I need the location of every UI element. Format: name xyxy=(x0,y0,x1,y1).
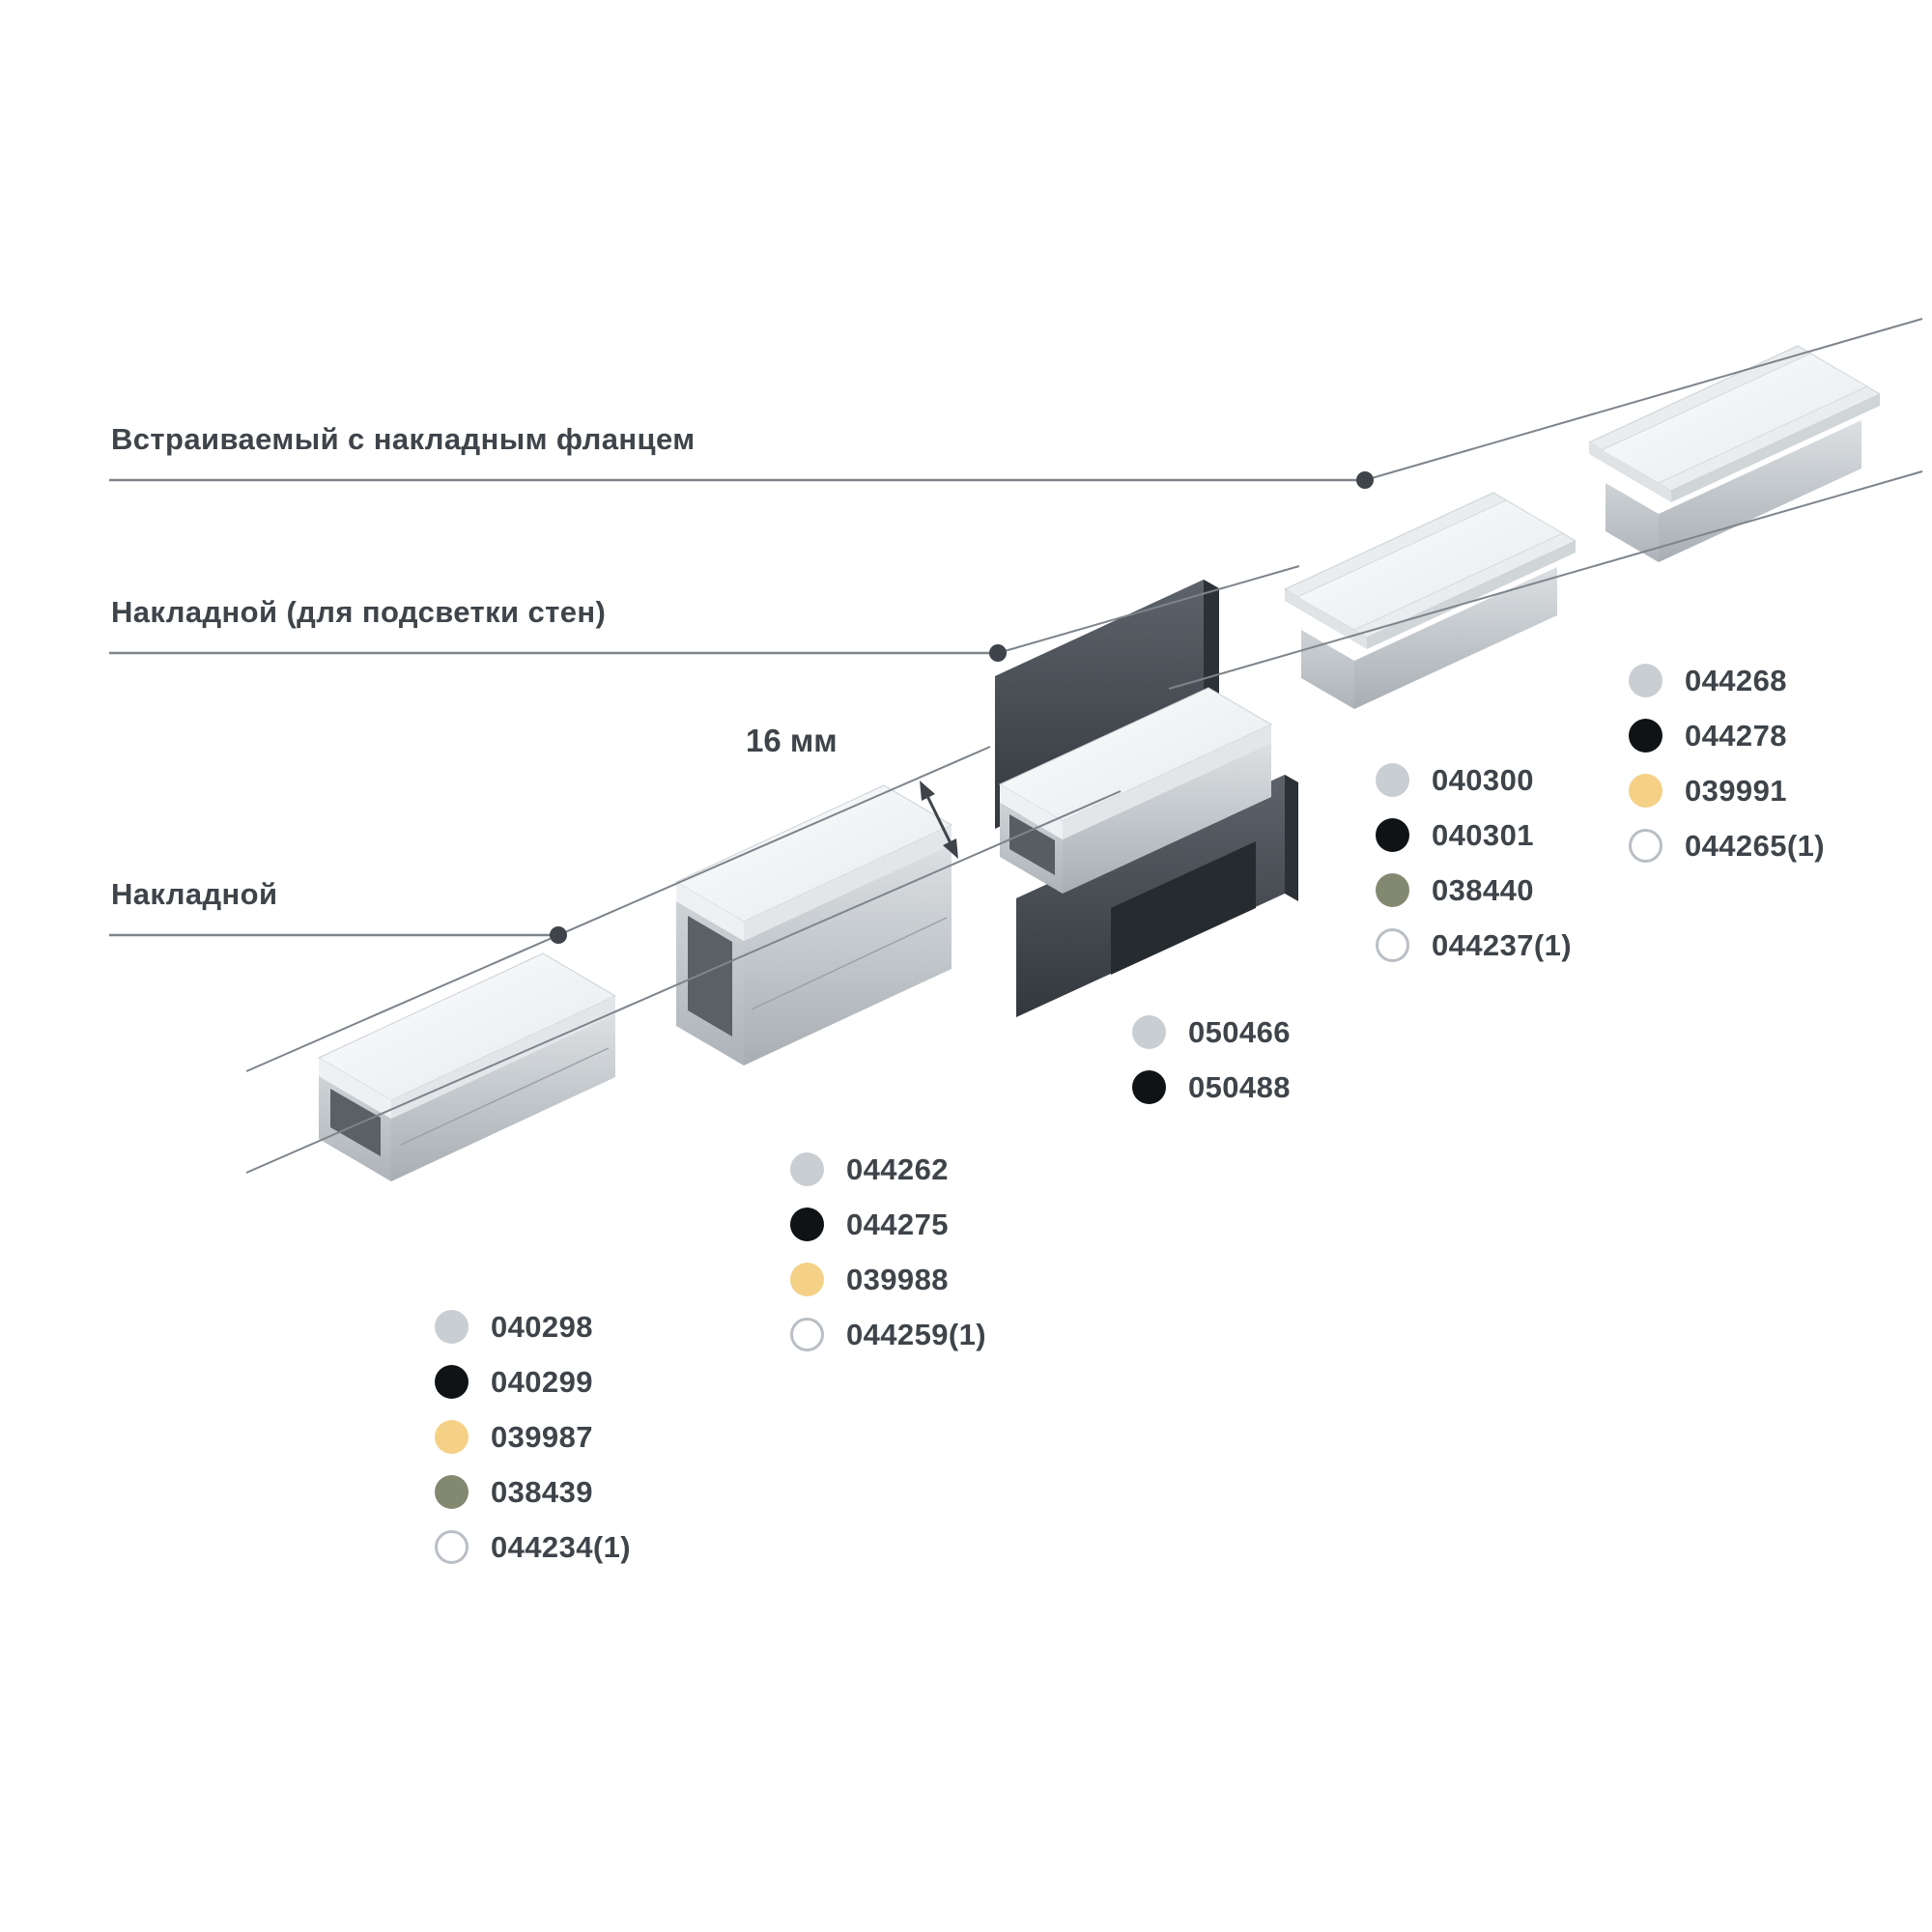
color-dot xyxy=(1376,818,1409,852)
color-dot xyxy=(435,1310,469,1344)
article-list-wall-mount: 050466 050488 xyxy=(1132,1005,1291,1115)
article-row: 044234(1) xyxy=(435,1520,631,1575)
article-code: 039988 xyxy=(846,1262,949,1296)
color-dot xyxy=(790,1152,824,1186)
leader-lines xyxy=(109,318,1923,1174)
leader-dots xyxy=(550,471,1374,944)
article-row: 044278 xyxy=(1629,708,1825,763)
article-code: 038439 xyxy=(491,1474,593,1509)
color-dot xyxy=(790,1208,824,1241)
article-code: 044234(1) xyxy=(491,1529,631,1564)
article-row: 044259(1) xyxy=(790,1307,986,1362)
profile-surface-high xyxy=(674,784,953,1065)
article-list-surface-high: 044262 044275 039988 044259(1) xyxy=(790,1142,986,1362)
article-code: 039991 xyxy=(1685,773,1787,808)
color-dot xyxy=(435,1365,469,1399)
article-row: 044268 xyxy=(1629,653,1825,708)
color-dot xyxy=(1132,1015,1166,1049)
leader-dot xyxy=(550,926,567,944)
article-row: 044262 xyxy=(790,1142,986,1197)
article-code: 040298 xyxy=(491,1309,593,1344)
color-dot xyxy=(1376,873,1409,907)
profile-recessed-1 xyxy=(1283,492,1577,709)
color-dot xyxy=(790,1263,824,1296)
color-dot xyxy=(1132,1070,1166,1104)
dimension-label: 16 мм xyxy=(746,723,838,758)
label-surface-wall: Накладной (для подсветки стен) xyxy=(111,595,607,629)
article-code: 050488 xyxy=(1188,1069,1291,1104)
article-list-recessed-1: 040300 040301 038440 044237(1) xyxy=(1376,753,1572,973)
color-dot xyxy=(435,1475,469,1509)
article-row: 040298 xyxy=(435,1299,631,1354)
article-row: 040300 xyxy=(1376,753,1572,808)
article-row: 039988 xyxy=(790,1252,986,1307)
article-list-recessed-2: 044268 044278 039991 044265(1) xyxy=(1629,653,1825,873)
article-row: 039987 xyxy=(435,1409,631,1464)
article-list-surface-low: 040298 040299 039987 038439 044234(1) xyxy=(435,1299,631,1575)
article-code: 044265(1) xyxy=(1685,828,1825,863)
article-row: 044265(1) xyxy=(1629,818,1825,873)
article-code: 040301 xyxy=(1432,817,1534,852)
article-row: 039991 xyxy=(1629,763,1825,818)
label-surface: Накладной xyxy=(111,877,278,911)
article-code: 040299 xyxy=(491,1364,593,1399)
profile-recessed-2 xyxy=(1588,345,1881,563)
article-code: 044262 xyxy=(846,1151,949,1186)
color-dot xyxy=(1629,829,1662,863)
article-code: 044237(1) xyxy=(1432,927,1572,962)
article-code: 040300 xyxy=(1432,762,1534,797)
color-dot xyxy=(1376,763,1409,797)
article-code: 044259(1) xyxy=(846,1317,986,1351)
color-dot xyxy=(1376,928,1409,962)
color-dot xyxy=(1629,664,1662,697)
profile-wall-mount xyxy=(995,580,1298,1017)
article-row: 038439 xyxy=(435,1464,631,1520)
leader-dot xyxy=(1356,471,1374,489)
label-recessed-flange: Встраиваемый с накладным фланцем xyxy=(111,422,696,456)
article-code: 044275 xyxy=(846,1207,949,1241)
leader-dot xyxy=(989,644,1007,662)
color-dot xyxy=(1629,719,1662,753)
article-code: 050466 xyxy=(1188,1014,1291,1049)
article-code: 039987 xyxy=(491,1419,593,1454)
article-row: 044237(1) xyxy=(1376,918,1572,973)
dimension-arrow xyxy=(920,781,958,859)
article-code: 038440 xyxy=(1432,872,1534,907)
article-row: 050488 xyxy=(1132,1060,1291,1115)
profile-surface-low xyxy=(317,952,617,1181)
color-dot xyxy=(435,1530,469,1564)
article-row: 038440 xyxy=(1376,863,1572,918)
article-row: 050466 xyxy=(1132,1005,1291,1060)
color-dot xyxy=(435,1420,469,1454)
article-row: 040299 xyxy=(435,1354,631,1409)
color-dot xyxy=(790,1318,824,1351)
article-row: 040301 xyxy=(1376,808,1572,863)
article-row: 044275 xyxy=(790,1197,986,1252)
color-dot xyxy=(1629,774,1662,808)
article-code: 044268 xyxy=(1685,663,1787,697)
article-code: 044278 xyxy=(1685,718,1787,753)
